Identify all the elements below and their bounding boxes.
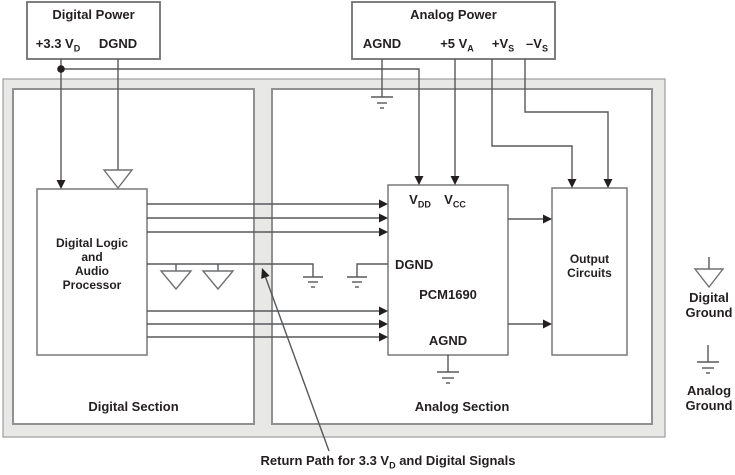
pin-label-agnd: AGND [362,36,402,51]
arrowhead [543,319,552,329]
pcm-pin-dgnd: DGND [395,257,434,272]
arrowhead [450,176,460,185]
arrowhead [379,306,388,316]
output-circuits-box [551,187,628,356]
analog-section-label: Analog Section [414,399,510,414]
wire-to-pcm-dgnd [356,263,388,277]
analog-ground-symbol [437,371,459,384]
pcm-pin-vcc: VCC [444,192,466,210]
return-path-caption: Return Path for 3.3 VD and Digital Signa… [260,453,516,471]
pin-label-3v3vd: +3.3 VD [35,36,81,54]
legend-digital-ground-symbol [693,268,725,289]
processor-box [36,188,148,356]
arrowhead [379,319,388,329]
arrowhead [56,180,66,189]
arrowhead [379,213,388,223]
pcm-name: PCM1690 [419,287,477,302]
pin-label-pos-vs: +VS [491,36,515,54]
output-circuits-label: Output Circuits [567,252,612,280]
arrowhead [379,227,388,237]
arrowhead [567,179,577,188]
digital-ground-symbol [159,270,193,291]
pcm-pin-vdd: VDD [409,192,431,210]
arrowhead [414,176,424,185]
analog-ground-symbol [303,276,323,288]
legend-digital-ground-label: Digital Ground [685,290,733,320]
wire-3v3-to-vdd [61,68,420,183]
digital-ground-symbol [201,270,235,291]
analog-power-title: Analog Power [410,7,497,22]
processor-label: Digital Logic and Audio Processor [56,236,128,292]
arrowhead [543,214,552,224]
arrowhead [379,199,388,209]
analog-ground-symbol [347,276,367,288]
analog-power-box [351,1,556,60]
ground-return-run [147,263,314,277]
legend-analog-ground-symbol [697,361,719,374]
wire-pos-vs [491,59,573,186]
digital-section-label: Digital Section [88,399,179,414]
legend-analog-ground-label: Analog Ground [685,383,733,413]
callout-arrowhead [261,268,270,279]
digital-power-title: Digital Power [52,7,135,22]
pin-label-dgnd: DGND [98,36,138,51]
junction-dot [57,65,65,73]
arrowhead [603,179,613,188]
callout-line [263,272,330,452]
analog-ground-symbol [371,96,393,109]
pin-label-5va: +5 VA [440,36,474,54]
digital-ground-symbol [102,169,134,190]
wire-neg-vs [524,59,609,186]
digital-power-box [26,1,161,60]
arrowhead [379,332,388,342]
pcm-pin-agnd: AGND [428,333,468,348]
pin-label-neg-vs: –VS [526,36,548,54]
